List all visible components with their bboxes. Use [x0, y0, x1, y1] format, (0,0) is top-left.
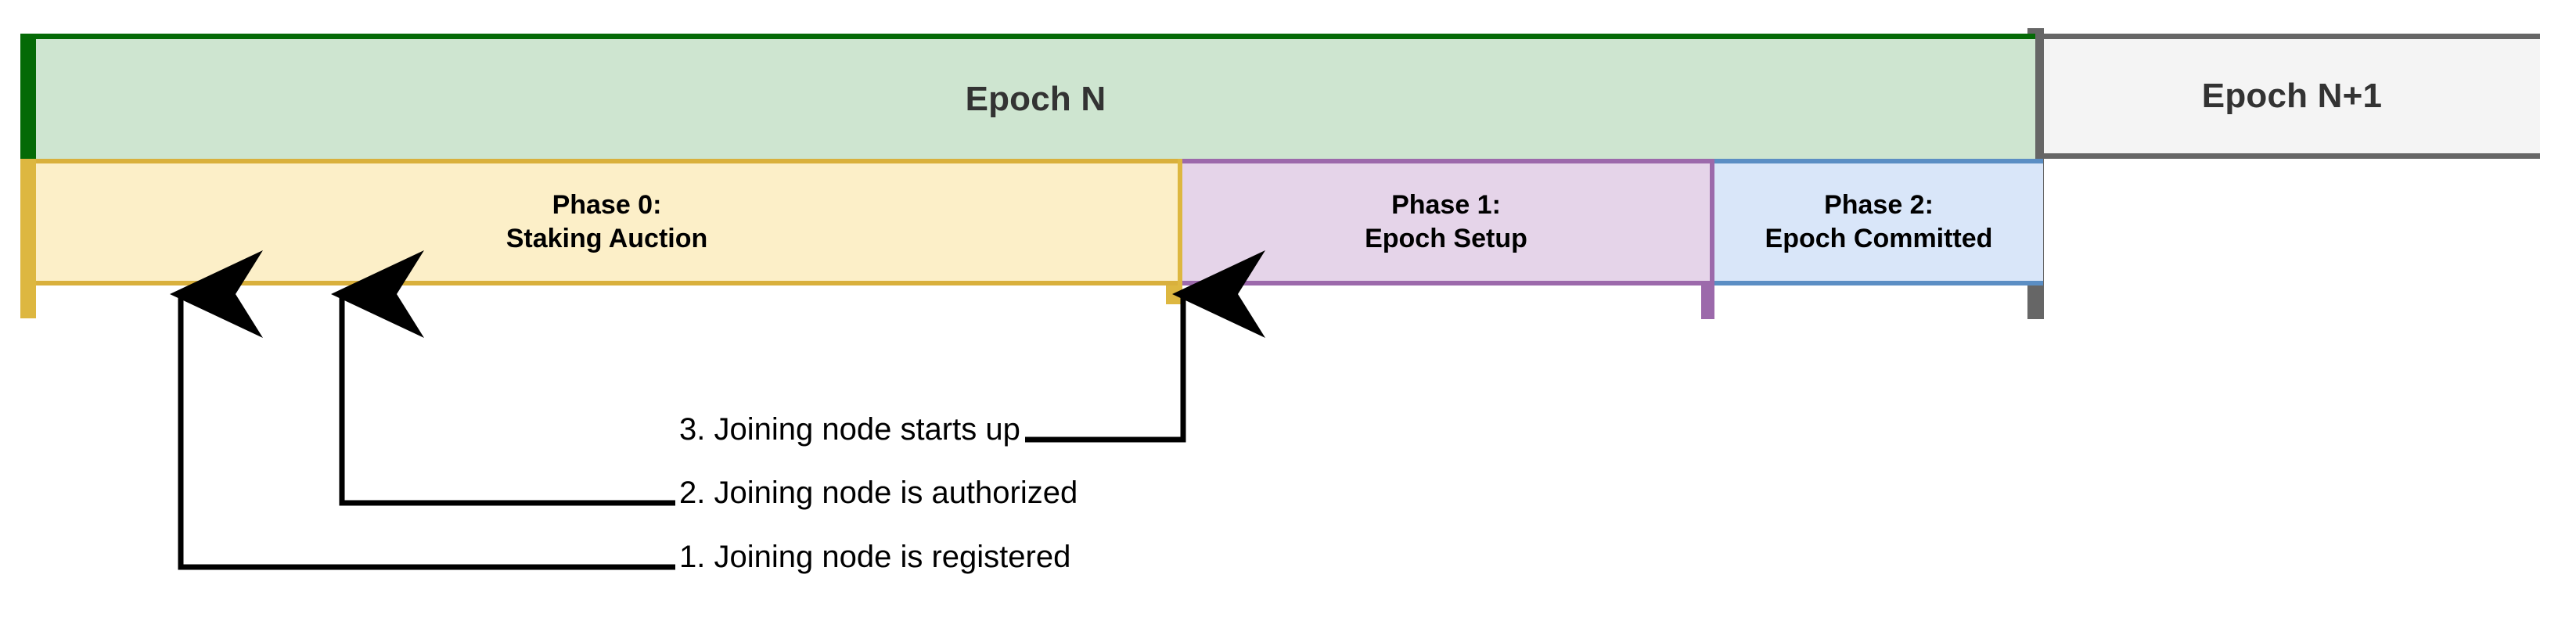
epoch-n-label: Epoch N	[965, 79, 1106, 118]
callout-3-label: 3. Joining node starts up	[679, 412, 1020, 447]
epoch-n-plus-1-box: Epoch N+1	[2044, 34, 2540, 159]
callout-1-connector	[170, 250, 675, 570]
callout-3-connector	[1025, 250, 1265, 443]
phase-2-box: Phase 2: Epoch Committed	[1714, 159, 2043, 285]
callout-2-connector	[331, 250, 675, 506]
epoch-n-box: Epoch N	[36, 34, 2035, 159]
phase-0-subtitle: Staking Auction	[505, 224, 708, 253]
phase-1-subtitle: Epoch Setup	[1365, 224, 1527, 253]
phase-2-subtitle: Epoch Committed	[1765, 224, 1993, 253]
phase-0-start-divider	[20, 159, 36, 318]
phase-1-title: Phase 1:	[1391, 190, 1501, 221]
callout-1-label: 1. Joining node is registered	[679, 540, 1071, 574]
phase-2-title: Phase 2:	[1824, 190, 1934, 221]
callout-2-label: 2. Joining node is authorized	[679, 476, 1078, 510]
phase-0-title: Phase 0:	[552, 190, 662, 221]
epoch-start-divider	[20, 34, 36, 159]
phase-0-box: Phase 0: Staking Auction	[36, 159, 1178, 285]
phase-1-box: Phase 1: Epoch Setup	[1182, 159, 1710, 285]
epoch-n-plus-1-label: Epoch N+1	[2201, 77, 2383, 115]
